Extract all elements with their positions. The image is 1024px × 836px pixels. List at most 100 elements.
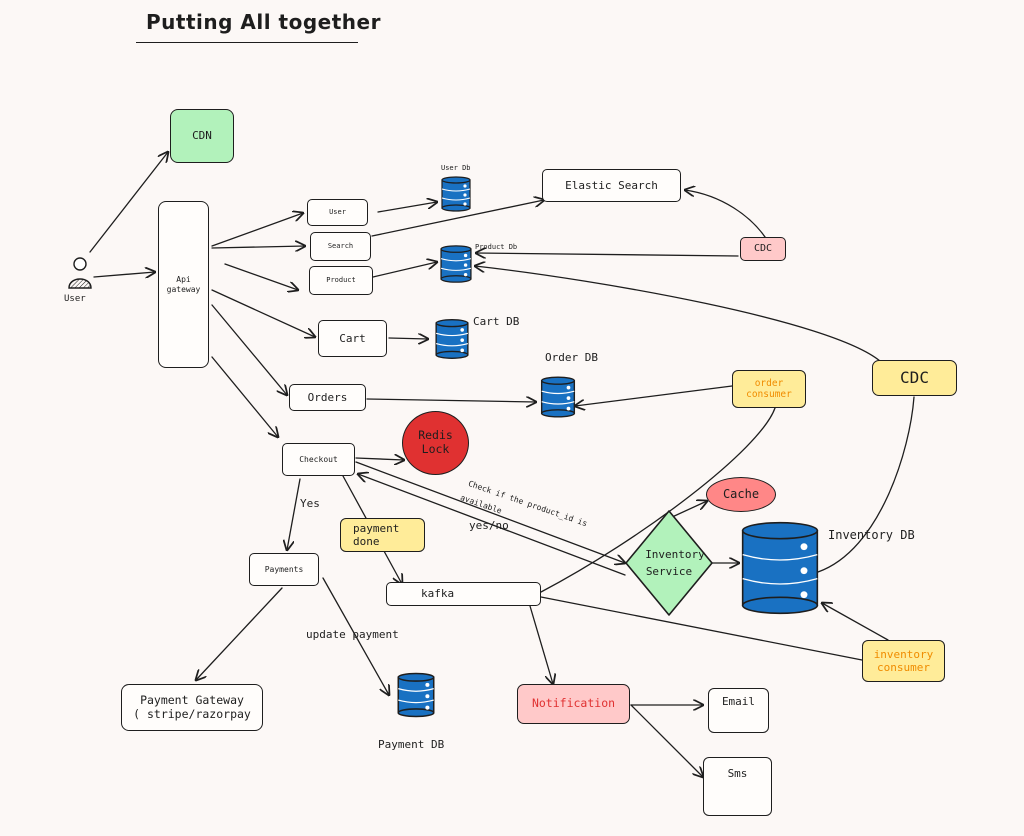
cart-db-label: Cart DB — [473, 315, 520, 328]
edge-gateway-user — [211, 213, 303, 247]
user-db-icon — [441, 176, 471, 212]
payments-service-node: Payments — [249, 553, 319, 586]
redis-lock-label-line2: Lock — [421, 442, 450, 456]
edge-gateway-checkout — [211, 356, 278, 437]
payment-done-node: payment done — [340, 518, 425, 552]
search-service-label: Search — [327, 242, 354, 251]
edge-checkout-redis — [355, 458, 404, 460]
inventory-service-label-line2: Service — [645, 565, 693, 578]
edge-orders-orderdb — [366, 399, 536, 402]
payments-service-label: Payments — [264, 564, 304, 574]
edge-product-productdb — [372, 262, 437, 278]
inventory-db-label: Inventory DB — [828, 528, 915, 542]
payment-db-label: Payment DB — [378, 738, 445, 751]
kafka-label: kafka — [421, 587, 455, 601]
cache-label: Cache — [722, 487, 760, 502]
order-consumer-label-line2: consumer — [746, 389, 792, 400]
product-service-node: Product — [309, 266, 373, 295]
email-label: Email — [721, 695, 756, 708]
user-service-label: User — [329, 208, 346, 217]
elastic-search-node: Elastic Search — [542, 169, 681, 202]
edge-inventorydb-cdc2 — [817, 396, 915, 573]
edge-inventoryconsumer-inventorydb — [822, 603, 889, 641]
title-underline — [136, 42, 358, 43]
cart-db-icon — [435, 319, 469, 359]
inventory-consumer-node: inventory consumer — [862, 640, 945, 682]
edge-user-gateway — [93, 272, 155, 277]
api-gateway-node: Api gateway — [158, 201, 209, 368]
edge-gateway-product — [224, 263, 298, 290]
edge-cdc2-productdb — [475, 266, 881, 362]
user-icon — [68, 257, 92, 289]
orders-service-label: Orders — [307, 390, 348, 404]
api-gateway-label: Api gateway — [166, 274, 201, 294]
sms-label: Sms — [727, 767, 748, 780]
inventory-consumer-label-line1: inventory — [873, 647, 934, 661]
order-consumer-label-line1: order — [754, 377, 784, 389]
cdc-right-label: CDC — [900, 368, 929, 388]
product-db-label: Product Db — [475, 243, 518, 251]
order-db-icon — [540, 376, 576, 418]
edge-search-elastic — [371, 200, 544, 237]
redis-lock-label-line1: Redis — [418, 428, 453, 443]
edge-gateway-orders — [211, 304, 287, 395]
edge-cart-cartdb — [388, 338, 428, 339]
cart-service-label: Cart — [339, 331, 366, 345]
kafka-node: kafka — [386, 582, 541, 606]
edge-cdc-elastic — [685, 190, 770, 244]
search-service-node: Search — [310, 232, 371, 261]
orders-service-node: Orders — [289, 384, 366, 411]
edge-gateway-cart — [211, 289, 315, 337]
edge-user-userdb — [377, 202, 437, 213]
inventory-service-label-line1: Inventory — [645, 548, 705, 561]
payment-done-label-line1: payment — [353, 521, 400, 535]
edge-checkout-payments — [287, 478, 301, 550]
inventory-db-icon — [741, 521, 819, 615]
order-db-label: Order DB — [545, 351, 598, 364]
page-title: Putting All together — [146, 10, 381, 34]
checkout-service-label: Checkout — [299, 454, 338, 464]
cdc-top-label: CDC — [753, 243, 773, 254]
edge-kafka-orderconsumer — [540, 407, 776, 593]
payment-done-label-line2: done — [353, 535, 380, 548]
edge-payments-paymentdb — [322, 577, 389, 695]
edge-gateway-search — [211, 246, 305, 248]
user-label: User — [64, 294, 86, 304]
sms-node: Sms — [703, 757, 772, 816]
edge-label-update-payment: update payment — [306, 628, 399, 641]
edge-checkout-inventory — [355, 461, 625, 563]
notification-label: Notification — [531, 696, 616, 711]
edge-kafka-inventoryconsumer — [540, 596, 863, 661]
cart-service-node: Cart — [318, 320, 387, 357]
edge-label-yes: Yes — [300, 497, 320, 510]
product-db-icon — [440, 245, 472, 283]
cdn-label: CDN — [192, 129, 212, 143]
inventory-consumer-label-line2: consumer — [877, 661, 930, 674]
redis-lock-node: Redis Lock — [402, 411, 469, 475]
product-service-label: Product — [326, 276, 356, 285]
edge-cdc-productdb — [476, 253, 739, 256]
payment-gateway-label-line2: ( stripe/razorpay — [133, 706, 251, 721]
user-db-label: User Db — [441, 164, 471, 172]
checkout-service-node: Checkout — [282, 443, 355, 476]
payment-gateway-node: Payment Gateway ( stripe/razorpay — [121, 684, 263, 731]
edge-inventory-cache — [669, 501, 707, 519]
cdn-node: CDN — [170, 109, 234, 163]
edge-orderconsumer-orderdb — [575, 385, 733, 406]
edge-label-yes-no: yes/no — [469, 519, 509, 532]
notification-node: Notification — [517, 684, 630, 724]
cache-node: Cache — [706, 477, 776, 512]
payment-gateway-label-line1: Payment Gateway — [140, 692, 244, 707]
edge-inventory-checkout — [358, 474, 626, 576]
inventory-service-shape — [625, 510, 713, 616]
edge-payments-gateway — [196, 587, 283, 680]
payment-db-icon — [397, 672, 435, 718]
edge-user-cdn — [89, 152, 168, 253]
edge-notification-sms — [630, 704, 703, 777]
email-node: Email — [708, 688, 769, 733]
cdc-top-node: CDC — [740, 237, 786, 261]
elastic-search-label: Elastic Search — [565, 178, 658, 192]
cdc-right-node: CDC — [872, 360, 957, 396]
edge-kafka-notification — [529, 605, 553, 684]
